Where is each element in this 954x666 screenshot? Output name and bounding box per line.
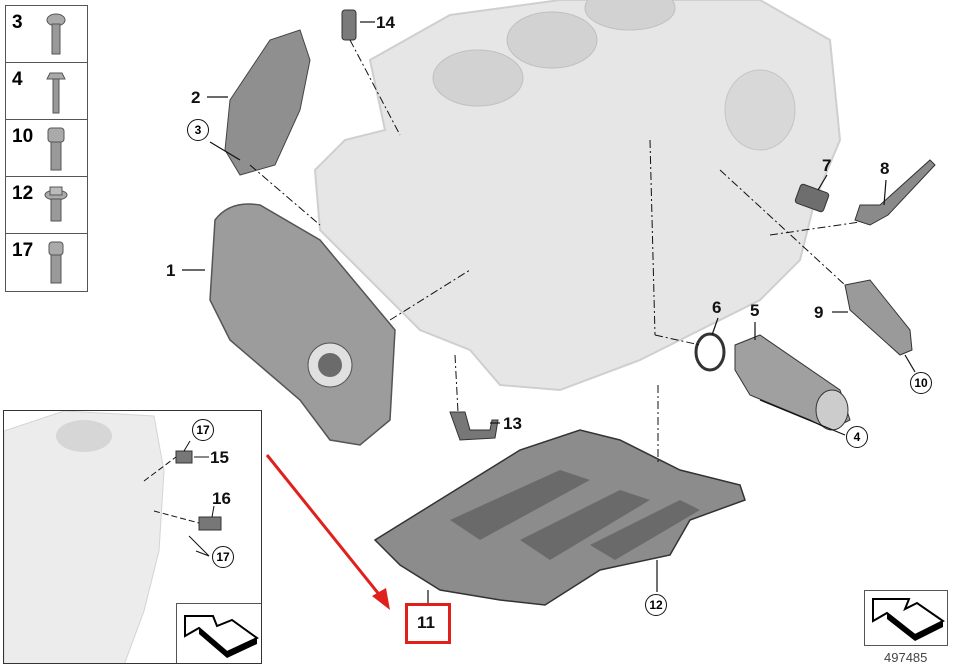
callout-2: 2 — [191, 88, 201, 107]
collar-bolt-icon — [44, 186, 68, 222]
highlight-box — [405, 603, 451, 644]
oil-deflector-11 — [373, 429, 746, 606]
legend-item-17: 17 — [6, 234, 87, 291]
socket-screw-icon — [47, 127, 65, 171]
callout-15: 15 — [210, 448, 229, 467]
callout-4: 4 — [846, 426, 868, 448]
callout-13: 13 — [503, 414, 522, 433]
legend-item-3: 3 — [6, 6, 87, 63]
view-arrow-icon — [184, 615, 259, 658]
inset-drawing — [4, 411, 222, 663]
callout-5: 5 — [750, 301, 760, 320]
callout-12: 12 — [645, 594, 667, 616]
bracket — [224, 29, 311, 176]
legend-item-12: 12 — [6, 177, 87, 234]
highlight-arrow — [265, 454, 390, 610]
fastener-legend: 3 4 10 12 17 — [5, 5, 88, 292]
callout-7: 7 — [822, 156, 832, 175]
leader-lines — [182, 21, 916, 605]
legend-number: 12 — [12, 183, 34, 204]
view-arrow-icon — [872, 598, 945, 641]
sensor-8 — [854, 159, 936, 226]
legend-number: 10 — [12, 126, 34, 147]
callout-14: 14 — [376, 13, 395, 32]
screw-icon — [46, 13, 66, 55]
timing-cover — [209, 203, 396, 446]
legend-number: 3 — [12, 12, 23, 33]
engine-block — [313, 0, 842, 392]
callout-6: 6 — [712, 298, 722, 317]
view-arrow-box[interactable] — [176, 603, 261, 663]
legend-item-4: 4 — [6, 63, 87, 120]
sensor-14 — [341, 9, 357, 41]
callout-1: 1 — [166, 261, 176, 280]
diagram-reference-number: 497485 — [884, 650, 928, 665]
callout-9: 9 — [814, 303, 824, 322]
detail-inset: 17 15 16 17 — [3, 410, 262, 664]
seal-ring-6 — [694, 332, 726, 372]
legend-number: 4 — [12, 69, 23, 90]
callout-16: 16 — [212, 489, 231, 508]
dash-lines — [249, 39, 861, 465]
callout-17: 17 — [192, 419, 214, 441]
flange-bolt-icon — [46, 72, 66, 114]
legend-item-10: 10 — [6, 120, 87, 177]
sensor-7 — [794, 183, 830, 213]
callout-8: 8 — [880, 159, 890, 178]
sensor-9 — [844, 279, 913, 356]
legend-number: 17 — [12, 240, 34, 261]
sensor-13 — [449, 411, 499, 441]
callout-3: 3 — [187, 119, 209, 141]
view-arrow-box[interactable] — [864, 590, 948, 646]
socket-screw-icon — [48, 241, 64, 284]
callout-17: 17 — [212, 546, 234, 568]
callout-11: 11 — [417, 613, 435, 632]
callout-10: 10 — [910, 372, 932, 394]
